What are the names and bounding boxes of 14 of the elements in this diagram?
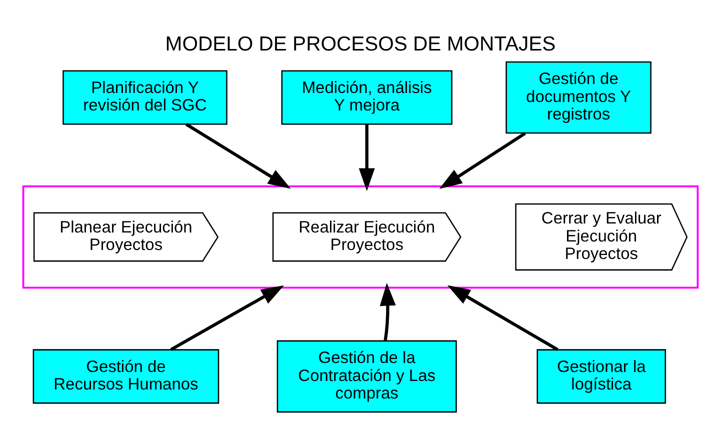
arrow bbox=[380, 282, 396, 340]
cluster bbox=[22, 184, 699, 288]
arrow bbox=[447, 284, 558, 350]
node-box: Planificación Y revisión del SGC bbox=[62, 70, 228, 124]
node-box: Medición, análisis Y mejora bbox=[281, 70, 452, 124]
node-box: Gestionar la logística bbox=[536, 348, 666, 404]
node-box: Gestión de documentos Y registros bbox=[506, 60, 652, 134]
diagram-title: MODELO DE PROCESOS DE MONTAJES bbox=[165, 32, 556, 55]
node-box: Gestión de Recursos Humanos bbox=[32, 348, 220, 404]
arrow bbox=[358, 124, 375, 191]
arrow bbox=[185, 122, 291, 188]
arrow bbox=[170, 284, 284, 350]
node-box: Gestión de la Contratación y Las compras bbox=[276, 340, 457, 412]
arrow bbox=[439, 132, 526, 188]
